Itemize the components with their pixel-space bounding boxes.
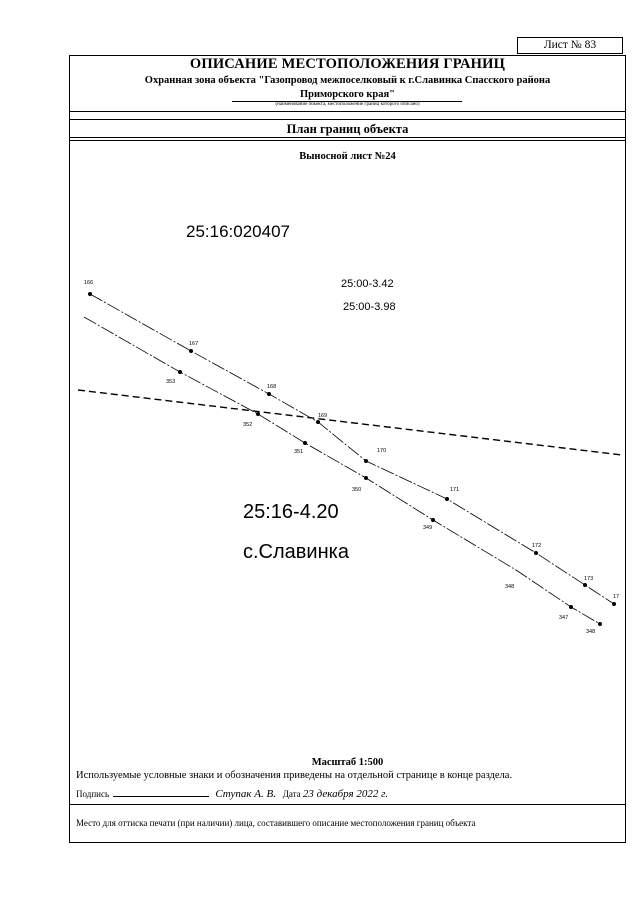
point-label: 352	[243, 422, 252, 428]
boundary-point	[445, 497, 449, 501]
boundary-point	[256, 412, 260, 416]
boundary-point	[267, 392, 271, 396]
point-label: 171	[450, 487, 459, 493]
boundary-point	[583, 583, 587, 587]
point-label: 167	[189, 341, 198, 347]
signature-label: Подпись	[76, 789, 110, 799]
header-divider-2	[70, 119, 625, 120]
document-frame	[69, 55, 626, 843]
document-title: ОПИСАНИЕ МЕСТОПОЛОЖЕНИЯ ГРАНИЦ	[189, 56, 506, 72]
boundary-point	[178, 370, 182, 374]
sheet-title: Выносной лист №24	[299, 151, 396, 162]
boundary-point	[316, 420, 320, 424]
point-label: 172	[532, 543, 541, 549]
boundary-line-upper	[89, 293, 615, 605]
date-label: Дата	[282, 789, 301, 799]
reference-dashed-line	[77, 389, 623, 456]
point-label: 168	[267, 384, 276, 390]
boundary-point	[612, 602, 616, 606]
boundary-line-lower	[83, 316, 601, 625]
point-label: 173	[584, 576, 593, 582]
object-name-line2: Приморского края"	[299, 89, 395, 100]
scale-label: Масштаб 1:500	[311, 757, 384, 768]
point-label: 169	[318, 413, 327, 419]
point-label: 348	[586, 629, 595, 635]
zone-label-2: 25:00-3.98	[343, 301, 396, 313]
parcel-label: 25:16:020407	[186, 222, 290, 241]
plan-divider-1	[70, 137, 625, 138]
village-label: с.Славинка	[243, 541, 349, 563]
legend-note: Используемые условные знаки и обозначени…	[76, 770, 513, 781]
zone-label-3: 25:16-4.20	[243, 501, 339, 523]
object-name-line1: Охранная зона объекта "Газопровод межпос…	[144, 75, 551, 86]
plan-title: План границ объекта	[286, 122, 409, 136]
point-label: 347	[559, 615, 568, 621]
plan-divider-2	[70, 140, 625, 141]
date-value: 23 декабря 2022 г.	[302, 788, 389, 800]
boundary-point	[88, 292, 92, 296]
point-label: 351	[294, 449, 303, 455]
point-label: 353	[166, 379, 175, 385]
object-name: Охранная зона объекта "Газопровод межпос…	[90, 74, 605, 102]
point-label: 348	[505, 584, 514, 590]
object-name-underline	[232, 101, 462, 102]
boundary-point	[364, 476, 368, 480]
boundary-point	[534, 551, 538, 555]
zone-label-1: 25:00-3.42	[341, 278, 394, 290]
boundary-point	[303, 441, 307, 445]
boundary-point	[189, 349, 193, 353]
point-label: 17	[613, 594, 619, 600]
boundary-point	[598, 622, 602, 626]
sheet-number: Лист № 83	[517, 37, 623, 54]
boundary-point	[364, 459, 368, 463]
signature-line	[113, 787, 210, 797]
object-name-note: (наименование объекта, местоположение гр…	[275, 102, 420, 107]
boundary-point	[569, 605, 573, 609]
footer-divider	[70, 804, 625, 805]
boundary-point	[431, 518, 435, 522]
point-label: 166	[84, 280, 93, 286]
header-divider-1	[70, 111, 625, 112]
signer-name: Ступак А. В.	[215, 788, 276, 800]
signature-row: Подпись Ступак А. В. Дата 23 декабря 202…	[76, 787, 388, 801]
point-label: 170	[377, 448, 386, 454]
point-label: 350	[352, 487, 361, 493]
stamp-note: Место для оттиска печати (при наличии) л…	[76, 818, 476, 828]
point-label: 349	[423, 525, 432, 531]
